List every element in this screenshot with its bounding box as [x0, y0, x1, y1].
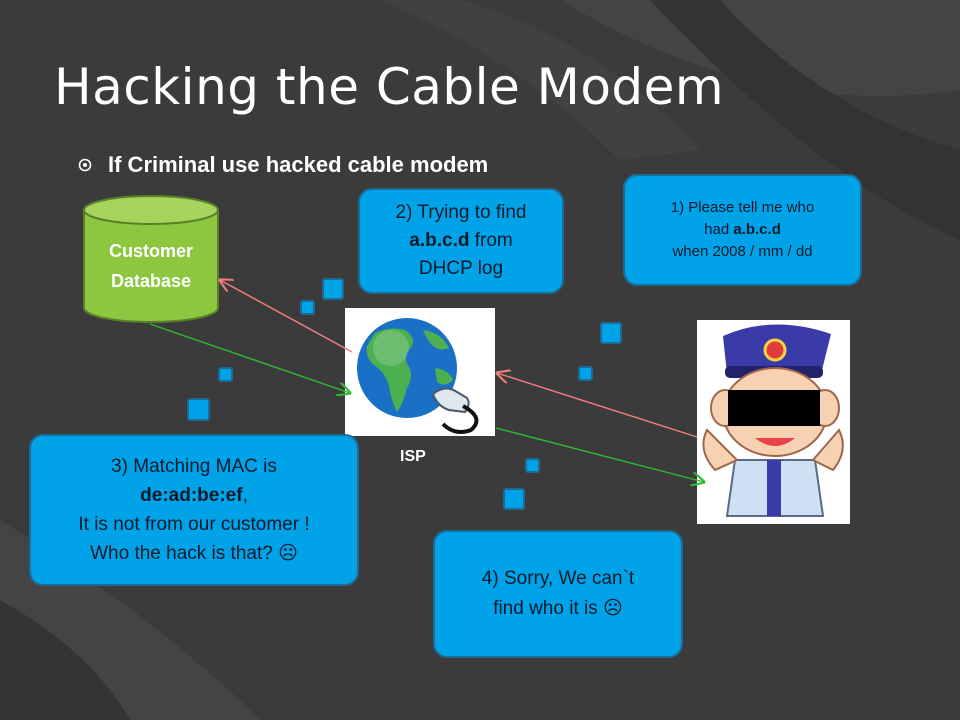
callout-3-line-4: Who the hack is that? ☹ [90, 543, 298, 564]
callout-step-4: 4) Sorry, We can`t find who it is ☹ [433, 530, 683, 658]
callout-2-line-3: DHCP log [418, 258, 504, 279]
callout-1-line-2: had a.b.c.d [704, 221, 781, 238]
callout-step-1: 1) Please tell me who had a.b.c.d when 2… [623, 174, 862, 286]
callout-3-line-1: 3) Matching MAC is [111, 456, 277, 477]
database-label: Customer Database [82, 236, 220, 296]
isp-globe-image [345, 308, 495, 436]
callout-2-line-1: 2) Trying to find [395, 202, 527, 223]
bubble-square [187, 398, 210, 421]
bubble-square [322, 278, 344, 300]
bubble-square [218, 367, 233, 382]
callout-1-line-3: when 2008 / mm / dd [672, 243, 813, 260]
isp-label: ISP [400, 448, 426, 465]
callout-4-line-1: 4) Sorry, We can`t [481, 568, 635, 589]
database-cylinder-icon [83, 195, 219, 323]
bubble-square [300, 300, 315, 315]
circle-dot-bullet-icon [78, 158, 92, 172]
callout-1-line-1: 1) Please tell me who [670, 199, 815, 216]
bubble-square [525, 458, 540, 473]
globe-network-icon [357, 318, 479, 434]
bullet-item: If Criminal use hacked cable modem [78, 152, 488, 178]
callout-3-line-2: de:ad:be:ef, [140, 485, 248, 506]
bullet-text: If Criminal use hacked cable modem [108, 152, 489, 177]
censor-bar [728, 390, 820, 426]
police-officer-image [697, 320, 850, 524]
page-title: Hacking the Cable Modem [54, 58, 725, 116]
callout-3-line-3: It is not from our customer ! [78, 514, 310, 535]
bubble-square [503, 488, 525, 510]
database-label-line2: Database [110, 271, 192, 291]
bubble-square [600, 322, 622, 344]
database-label-line1: Customer [108, 241, 193, 261]
callout-2-line-2: a.b.c.d from [409, 230, 513, 251]
bubble-square [578, 366, 593, 381]
callout-4-line-2: find who it is ☹ [493, 598, 623, 619]
callout-step-3: 3) Matching MAC is de:ad:be:ef, It is no… [29, 434, 359, 586]
callout-step-2: 2) Trying to find a.b.c.d from DHCP log [358, 188, 564, 294]
